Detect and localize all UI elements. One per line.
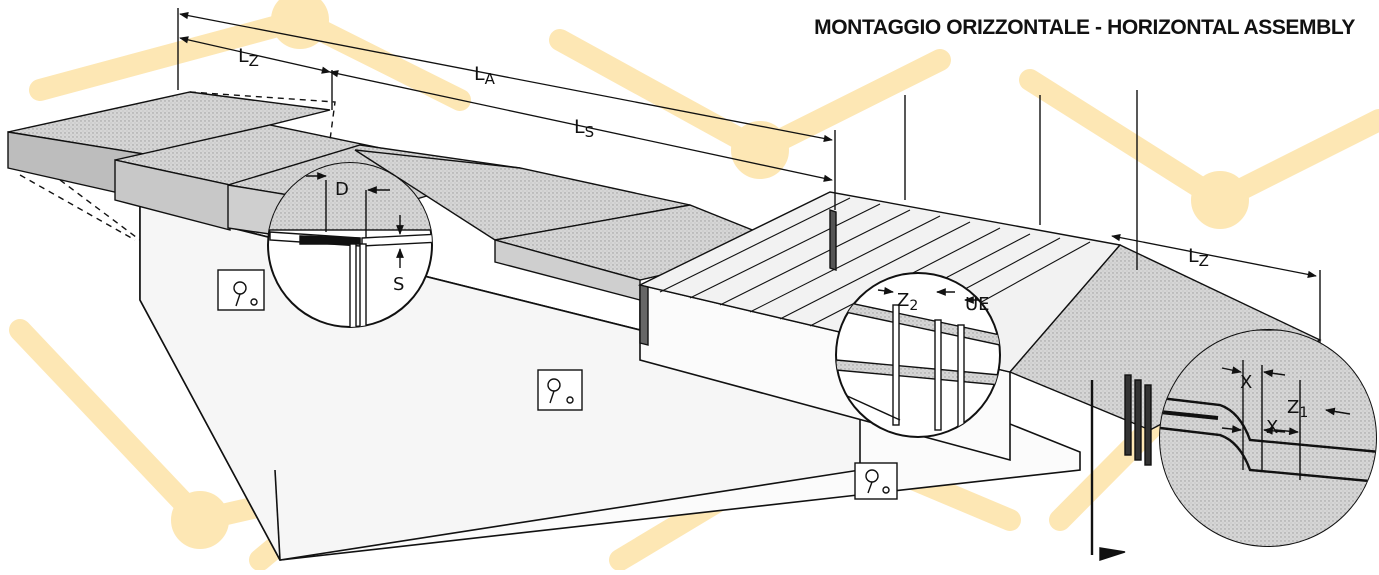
detail-2-label-ue: UE	[965, 294, 990, 315]
page-title: MONTAGGIO ORIZZONTALE - HORIZONTAL ASSEM…	[814, 16, 1355, 39]
detail-3-label-x-bottom: X	[1266, 417, 1278, 438]
dimension-lines	[179, 11, 1317, 278]
dimension-lz-left: LZ	[238, 45, 259, 70]
detail-1-label-d: D	[335, 179, 349, 200]
detail-circle-2: Z2 UE	[835, 272, 1001, 438]
dimension-labels: LZ LA LS LZ	[238, 45, 1209, 270]
detail-circle-1: D S	[267, 162, 433, 328]
dimension-ls: LS	[574, 116, 594, 141]
detail-circle-3: X X Z1	[1159, 329, 1377, 547]
dimension-lz-right: LZ	[1188, 245, 1209, 270]
detail-1-label-s: S	[393, 274, 404, 295]
bellows-right	[1008, 244, 1322, 466]
dimension-la: LA	[474, 63, 496, 88]
detail-3-label-z1: Z1	[1287, 397, 1308, 421]
detail-2-label-z2: Z2	[897, 290, 918, 314]
mounting-brackets	[217, 269, 898, 500]
detail-3-label-x-top: X	[1240, 372, 1252, 393]
